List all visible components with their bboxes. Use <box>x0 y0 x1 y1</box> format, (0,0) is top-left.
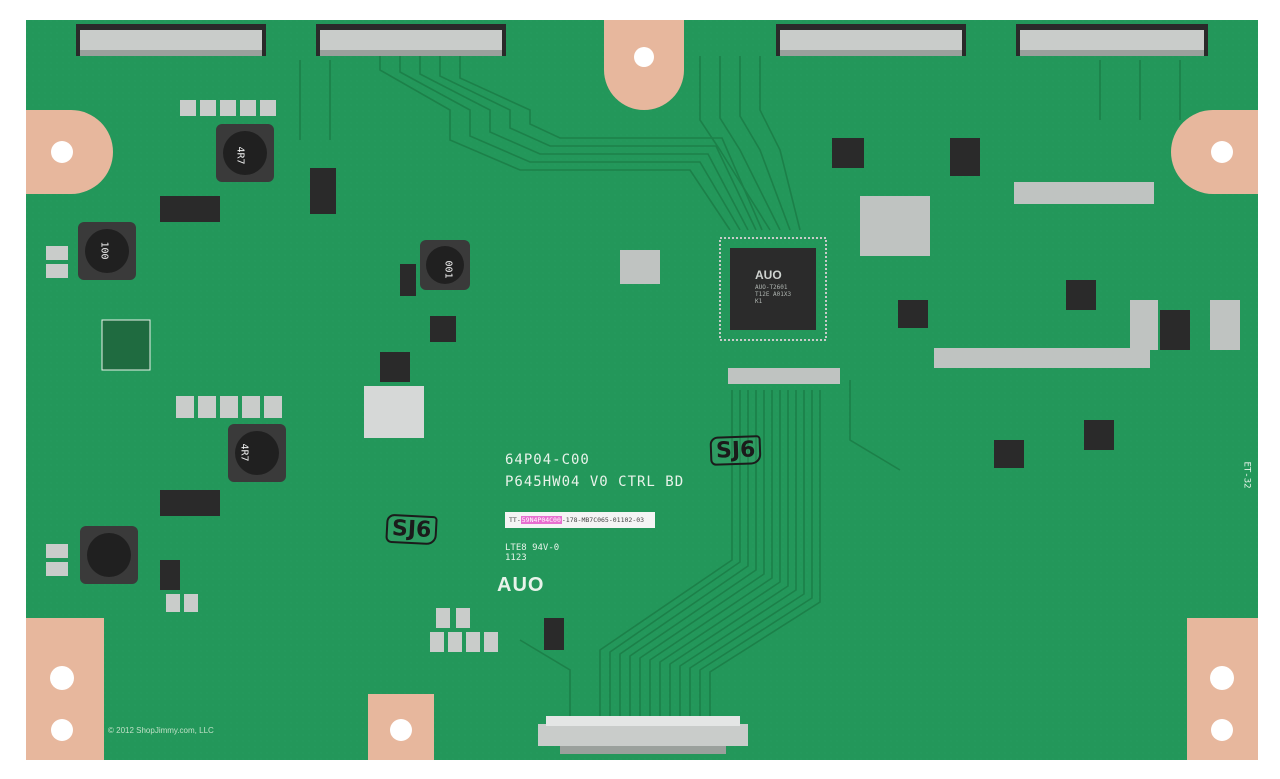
edge-marking: ET-32 <box>1241 461 1252 489</box>
bottom-connector <box>538 716 748 754</box>
capacitor-banks <box>46 100 1240 652</box>
sticker-highlight: 59N4P04C00 <box>520 516 562 524</box>
inductor-label: 100 <box>98 241 110 260</box>
chip-part-line: T12E A01X3 <box>755 291 792 298</box>
sticker-rest: -178-MB7C065-01102-03 <box>561 516 645 524</box>
main-controller-chip <box>719 237 827 341</box>
chip-part-line: AUO-T2601 <box>755 284 788 291</box>
mounting-holes <box>50 47 1234 741</box>
pcb-traces <box>299 56 1181 716</box>
chip-logo: AUO <box>755 268 782 282</box>
handwritten-code: SJ6 <box>709 435 762 466</box>
top-connectors <box>76 24 1208 56</box>
ul-mark-line: 1123 <box>505 553 527 563</box>
handwritten-code: SJ6 <box>385 513 439 546</box>
auo-logo: AUO <box>497 574 545 596</box>
ul-mark-line: LTE8 94V-0 <box>505 543 560 553</box>
sticker-prefix: TT- <box>509 516 521 524</box>
heatsink-pad <box>101 319 151 371</box>
copyright-watermark: © 2012 ShopJimmy.com, LLC <box>108 726 214 735</box>
inductor-label: 001 <box>442 260 454 279</box>
model-label: 64P04-C00 <box>505 452 590 468</box>
inductor-label: 4R7 <box>238 443 250 462</box>
board-label: P645HW04 V0 CTRL BD <box>505 474 685 490</box>
chip-part-line: K1 <box>755 298 763 305</box>
serial-sticker: TT-59N4P04C00-178-MB7C065-01102-03 <box>505 512 655 528</box>
small-components <box>160 138 1190 650</box>
inductors <box>78 124 470 584</box>
inductor-label: 4R7 <box>234 146 246 165</box>
